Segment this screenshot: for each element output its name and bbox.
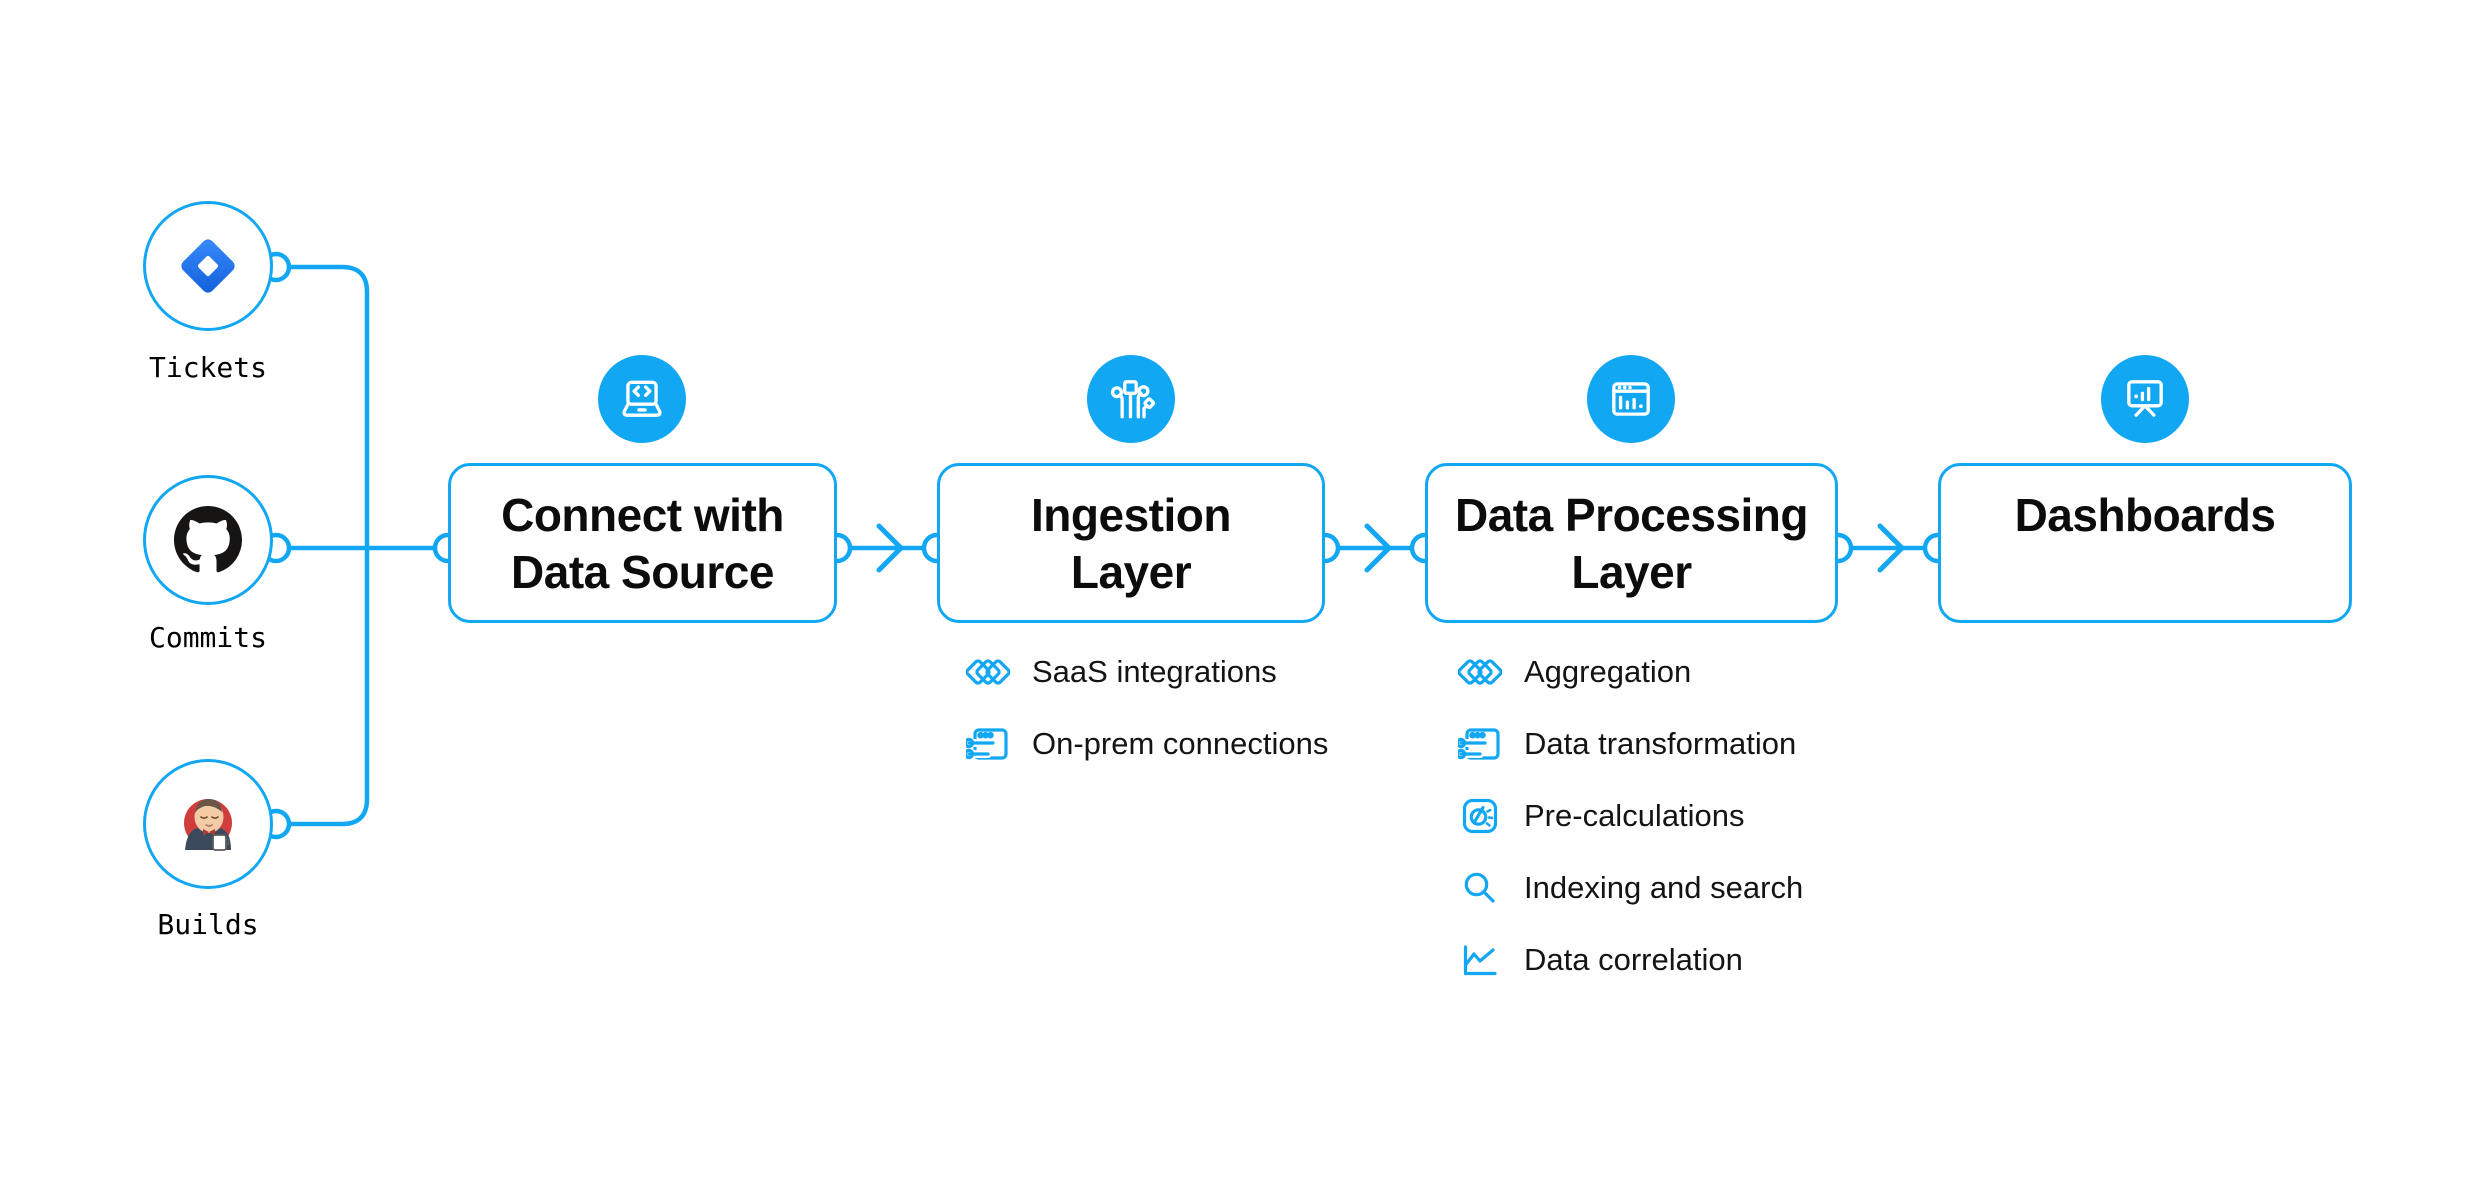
feature-row: Aggregation (1458, 650, 1803, 694)
laptop-code-icon (622, 380, 662, 417)
feature-label: On-prem connections (1032, 726, 1329, 761)
feature-label: Pre-calculations (1524, 798, 1745, 833)
feature-row: Data correlation (1458, 938, 1803, 982)
stage-box-dashboards: Dashboards (1938, 463, 2352, 623)
feature-row: Indexing and search (1458, 866, 1803, 910)
source-node-builds (143, 759, 273, 889)
feature-label: Aggregation (1524, 654, 1692, 689)
source-label-commits: Commits (148, 621, 267, 654)
feature-label: Data transformation (1524, 726, 1797, 761)
source-node-commits (143, 475, 273, 605)
feature-row: On-prem connections (966, 722, 1328, 766)
feature-label: Indexing and search (1524, 870, 1804, 905)
github-icon (174, 506, 242, 573)
stacked-diamonds-icon (1458, 650, 1502, 694)
chart-line-icon (1458, 938, 1502, 982)
stage-box-processing: Data Processing Layer (1425, 463, 1838, 623)
stage-title: Dashboards (2014, 489, 2276, 541)
feature-label: SaaS integrations (1032, 654, 1277, 689)
jira-icon (181, 239, 235, 293)
stage-title: Data Processing Layer (1455, 489, 1808, 598)
circuit-branches-icon (1110, 380, 1156, 419)
feature-label: Data correlation (1524, 942, 1743, 977)
source-node-tickets (143, 201, 273, 331)
stage-icon-bubble (1587, 355, 1675, 443)
source-label-builds: Builds (157, 908, 259, 941)
feature-row: Data transformation (1458, 722, 1803, 766)
stage-box-connect: Connect with Data Source (448, 463, 837, 623)
stage-title: Connect with Data Source (501, 489, 784, 598)
jenkins-icon (184, 799, 232, 851)
source-label-tickets: Tickets (148, 351, 267, 384)
window-sliders-icon (1458, 722, 1502, 766)
stage-icon-bubble (1087, 355, 1175, 443)
stage-title: Ingestion Layer (1031, 489, 1231, 598)
stage-icon-bubble (2101, 355, 2189, 443)
search-icon (1458, 866, 1502, 910)
feature-row: SaaS integrations (966, 650, 1328, 694)
window-chart-icon (1612, 382, 1650, 416)
window-sliders-icon (966, 722, 1010, 766)
stacked-diamonds-icon (966, 650, 1010, 694)
feature-row: Pre-calculations (1458, 794, 1803, 838)
presentation-chart-icon (2127, 380, 2163, 417)
gauge-icon (1458, 794, 1502, 838)
processing-features: Aggregation Data transformation Pre-calc… (1458, 650, 1803, 982)
stage-icon-bubble (598, 355, 686, 443)
ingestion-features: SaaS integrations On-prem connections (966, 650, 1328, 766)
stage-box-ingestion: Ingestion Layer (937, 463, 1325, 623)
